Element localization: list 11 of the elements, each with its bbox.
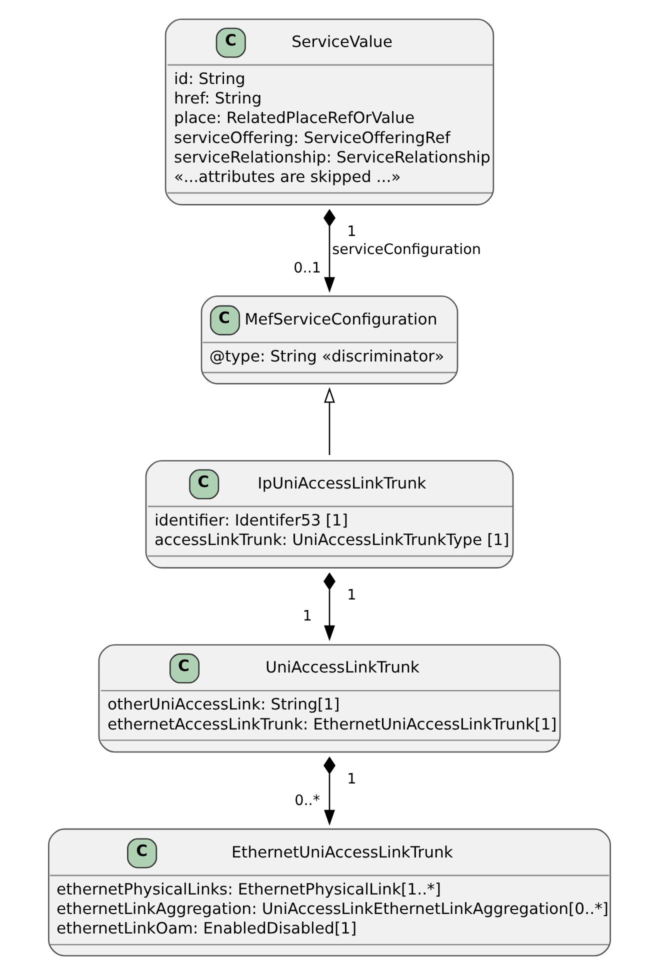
arrow: [323, 572, 335, 642]
label: 1: [346, 224, 356, 240]
label: 0..*: [294, 793, 320, 810]
arrow: [323, 208, 335, 293]
label: 1: [346, 587, 356, 604]
edge-label: serviceConfiguration: [332, 242, 480, 258]
arrow: [323, 756, 335, 826]
label: 1: [302, 608, 312, 625]
label: 0..1: [293, 260, 321, 276]
label: 1: [346, 772, 356, 788]
arrow: [324, 387, 334, 455]
